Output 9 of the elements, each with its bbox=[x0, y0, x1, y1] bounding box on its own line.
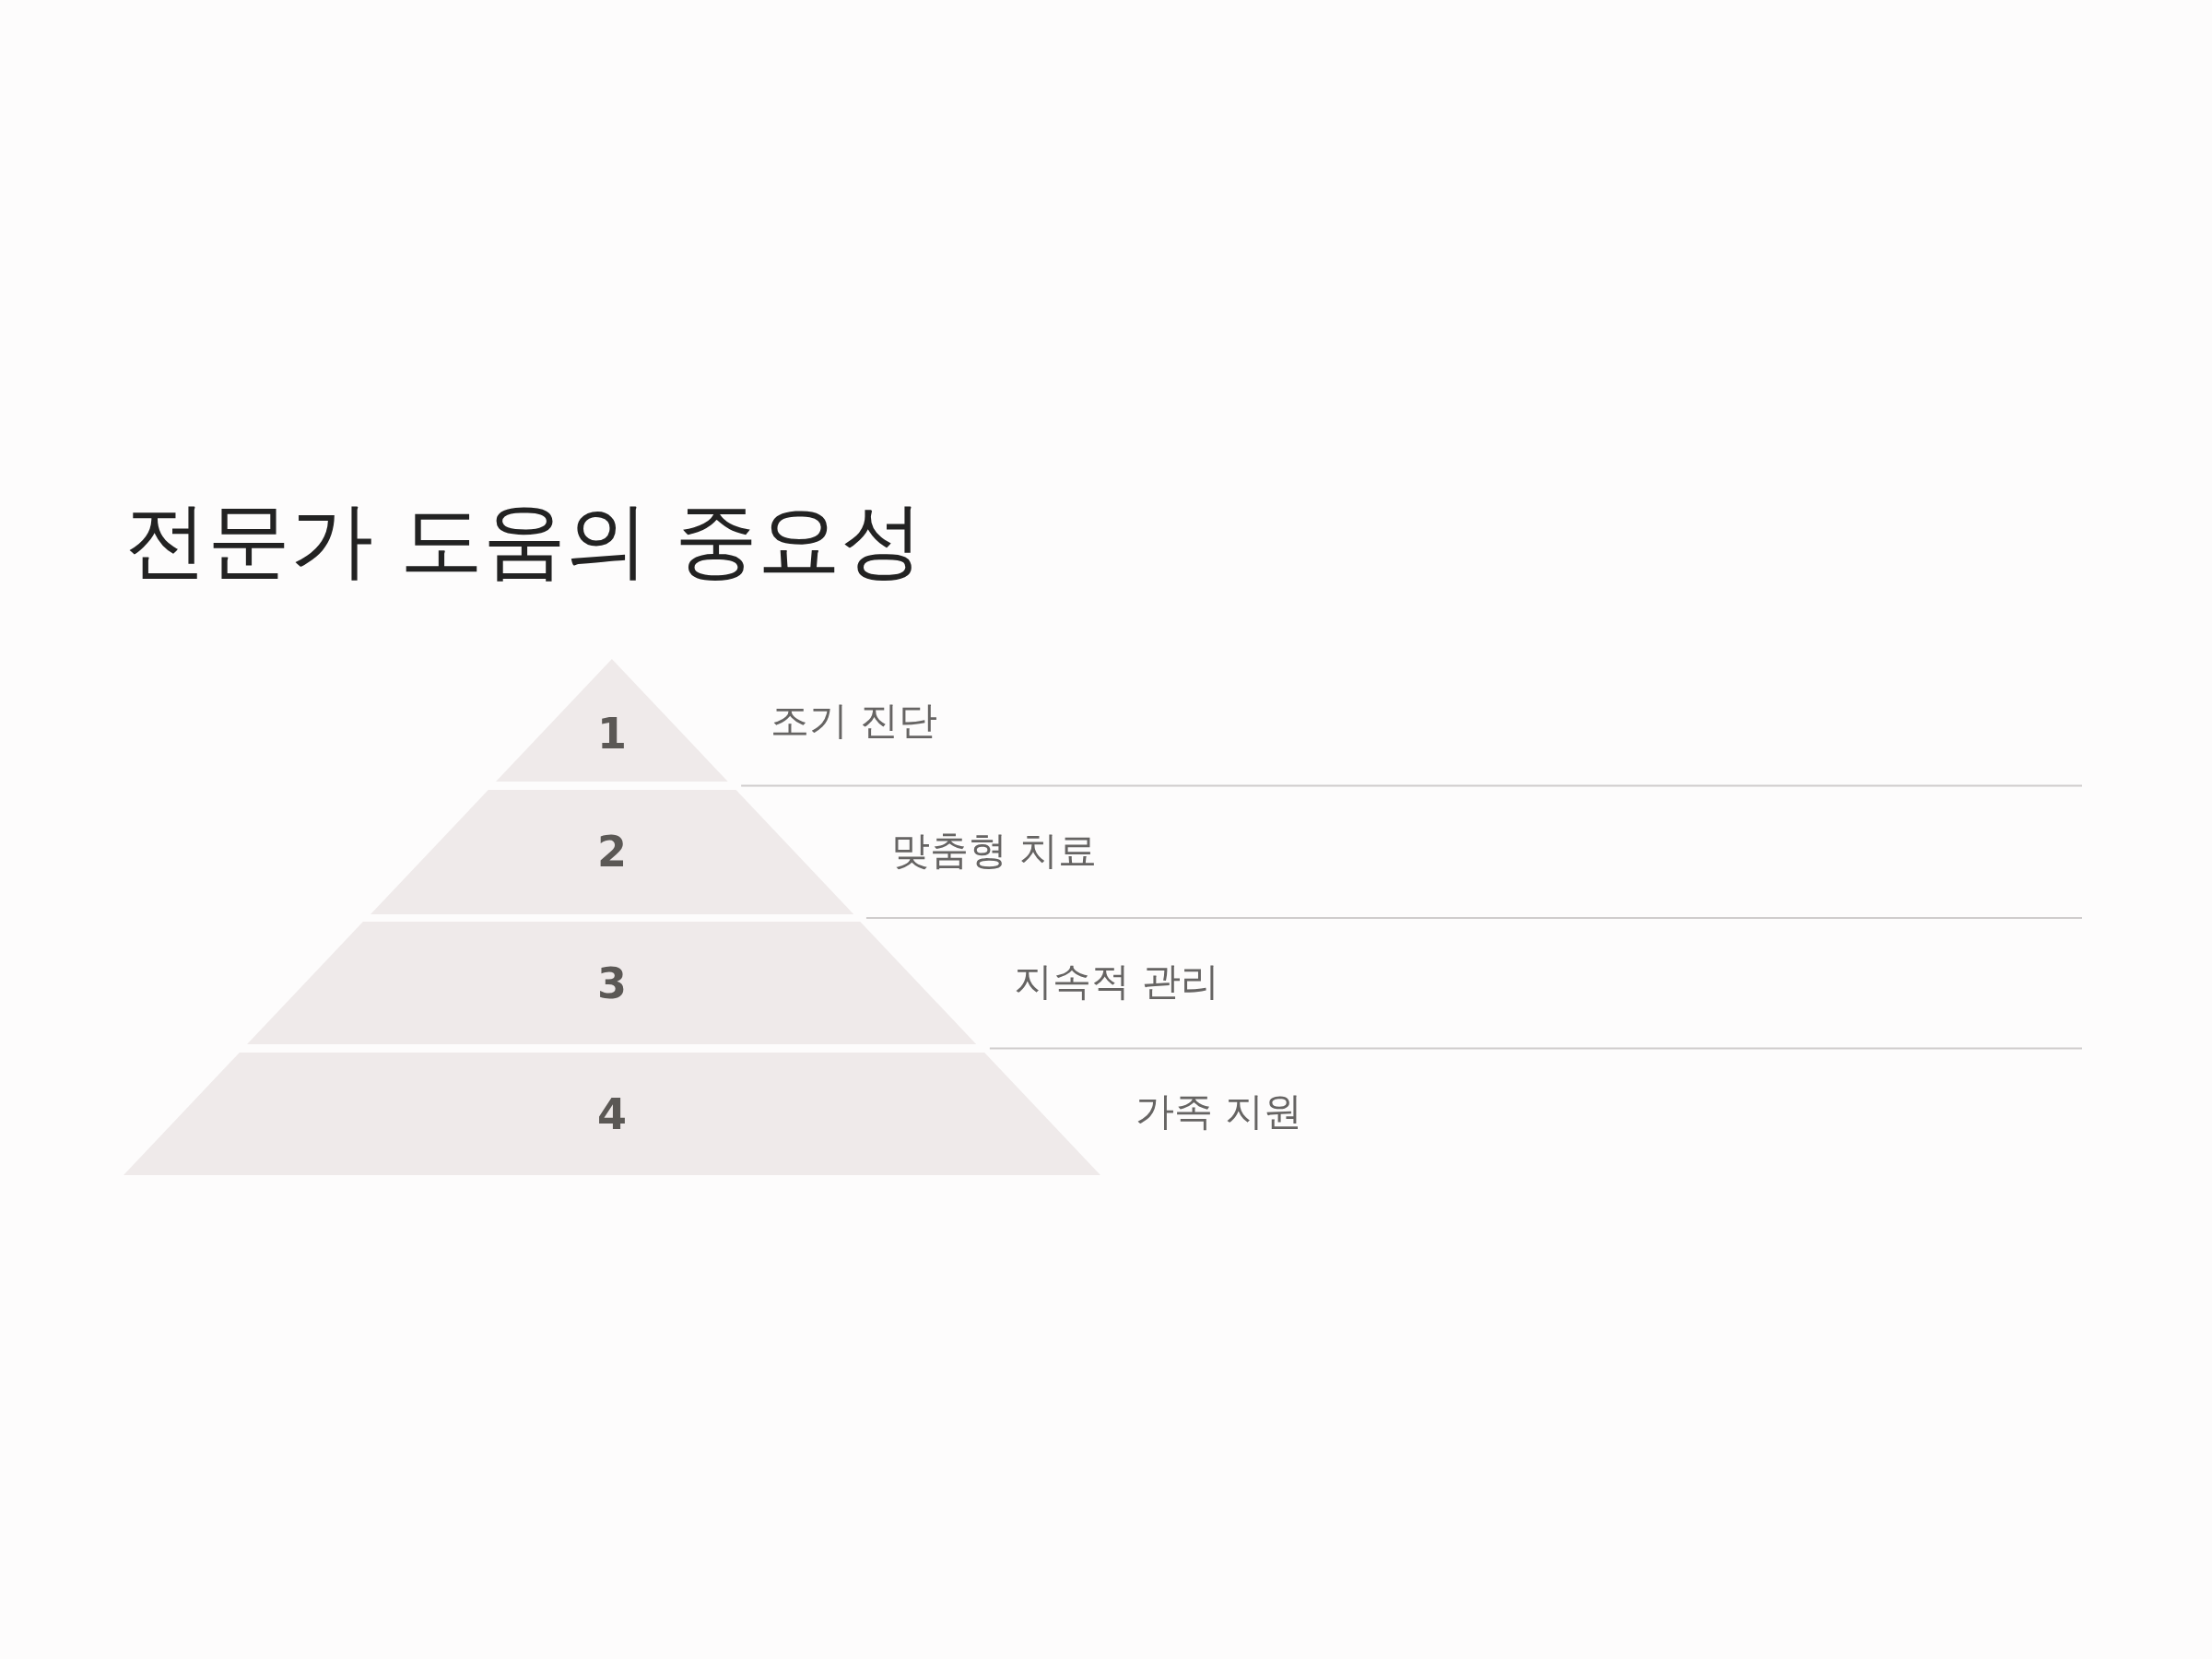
tier-number: 1 bbox=[597, 709, 627, 759]
tier-label: 맞춤형 치료 bbox=[891, 828, 1098, 874]
tier-label: 지속적 관리 bbox=[1014, 959, 1220, 1005]
tier-number: 4 bbox=[597, 1089, 627, 1139]
tier-label: 조기 진단 bbox=[771, 698, 938, 744]
tier-number: 2 bbox=[597, 827, 627, 877]
title: 전문가 도움의 중요성 bbox=[124, 490, 924, 590]
tier-label: 가족 지원 bbox=[1135, 1088, 1303, 1135]
tier-number: 3 bbox=[597, 959, 627, 1008]
